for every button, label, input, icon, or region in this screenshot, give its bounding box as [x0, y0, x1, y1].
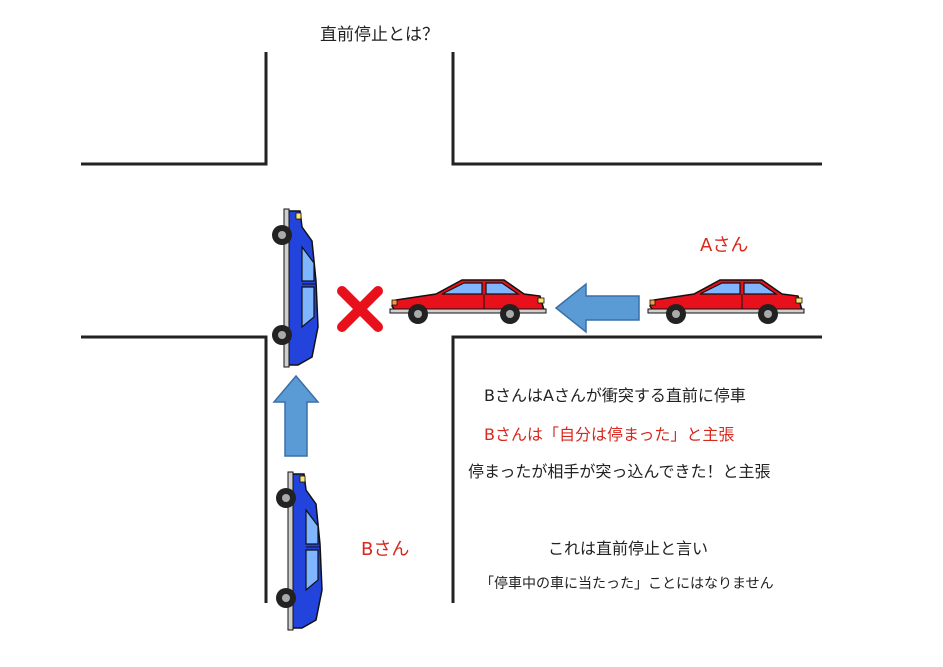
road-corner-bottom-right — [451, 335, 822, 603]
car-b-approaching — [275, 471, 323, 631]
collision-x-icon — [337, 286, 383, 332]
explanation-line-5: 「停車中の車に当たった」ことにはなりません — [480, 576, 774, 592]
road-corner-bottom-left — [81, 335, 268, 603]
car-b-label: Bさん — [361, 539, 410, 560]
explanation-line-1: BさんはAさんが衝突する直前に停車 — [484, 386, 746, 405]
road-lines — [81, 52, 822, 603]
car-b-stopped — [271, 208, 319, 368]
car-a-collision — [389, 279, 547, 325]
road-corner-top-left — [81, 52, 268, 166]
arrow-left-icon — [554, 282, 640, 334]
car-a-approaching — [647, 279, 805, 325]
explanation-line-3: 停まったが相手が突っ込んできた！と主張 — [468, 462, 771, 481]
explanation-line-4: これは直前停止と言い — [548, 539, 709, 558]
arrow-up-icon — [272, 374, 320, 457]
explanation-line-2: Bさんは「自分は停まった」と主張 — [484, 425, 735, 444]
road-corner-top-right — [451, 52, 822, 166]
car-a-label: Aさん — [700, 235, 749, 256]
page-title: 直前停止とは？ — [320, 25, 439, 45]
